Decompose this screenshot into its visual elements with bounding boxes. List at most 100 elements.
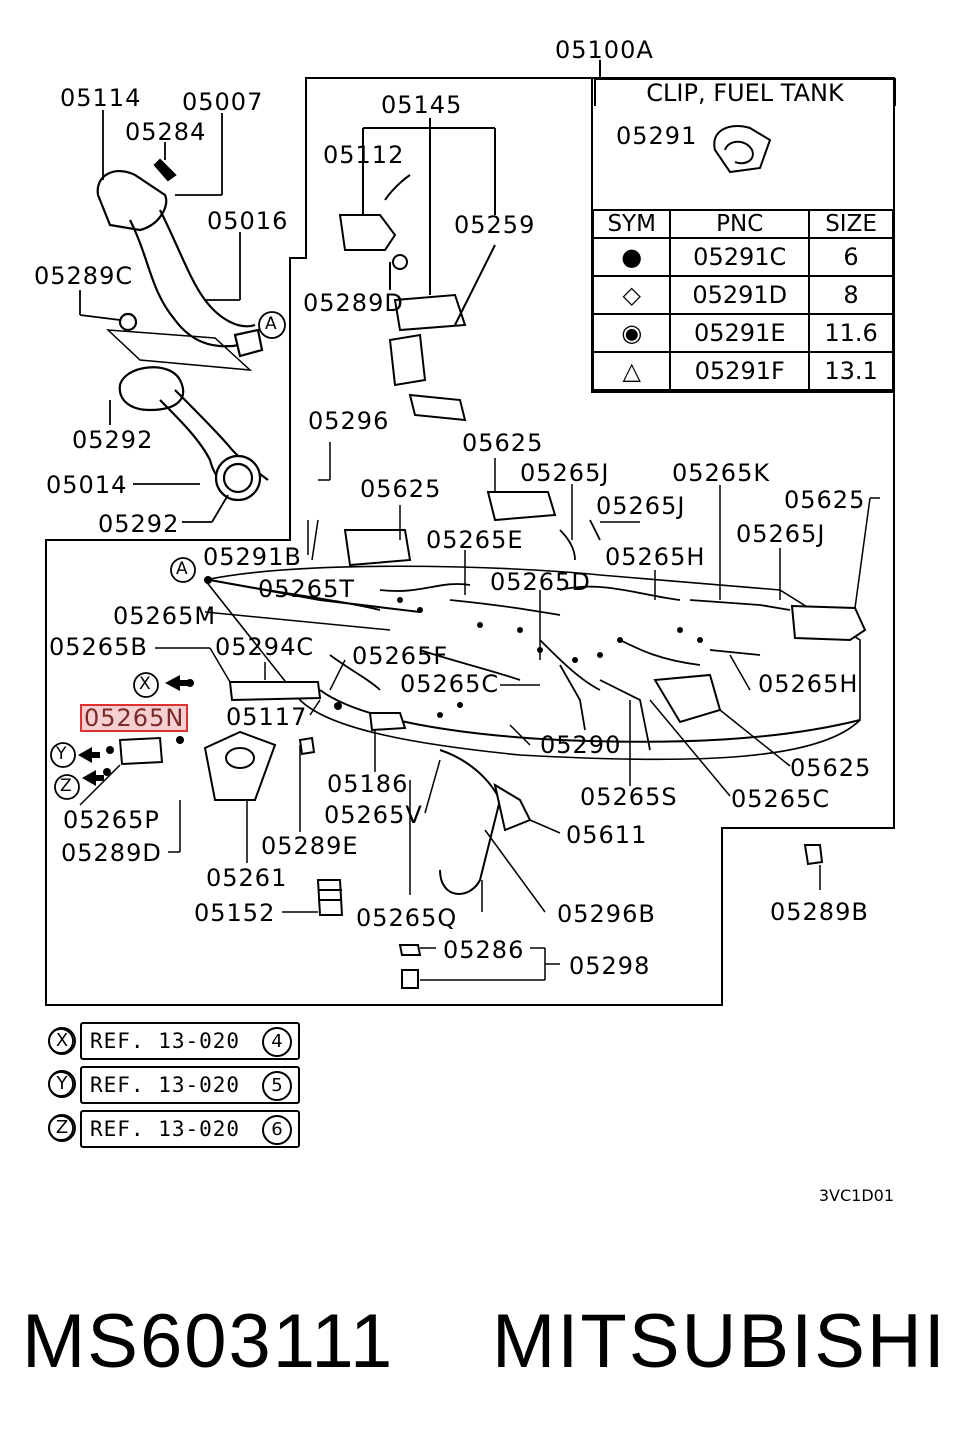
table-cell-size: 6 <box>808 237 894 277</box>
callout-A-top: A <box>265 314 278 334</box>
ref-text: REF. 13-020 <box>90 1029 241 1053</box>
part-label-05625-a: 05625 <box>462 429 544 457</box>
part-label-05298: 05298 <box>569 952 651 980</box>
vent-valve-drawing <box>338 118 496 422</box>
table-row: ● 05291C 6 <box>591 237 894 277</box>
part-label-05611: 05611 <box>566 821 648 849</box>
part-label-05152: 05152 <box>194 899 276 927</box>
fitting-dots <box>103 576 703 776</box>
clip-table-title: CLIP, FUEL TANK <box>594 78 896 106</box>
assembly-code: 05100A <box>555 36 654 64</box>
table-row: △ 05291F 13.1 <box>591 351 894 391</box>
callout-A-left: A <box>176 559 189 579</box>
part-label-05292-lower: 05292 <box>98 510 180 538</box>
fuel-tank-drawing <box>118 491 867 989</box>
part-label-05265H-a: 05265H <box>605 543 706 571</box>
part-label-05265F: 05265F <box>352 642 449 670</box>
part-label-05289D-top: 05289D <box>303 289 404 317</box>
table-cell-sym: ◇ <box>591 275 672 315</box>
part-label-05289E: 05289E <box>261 832 359 860</box>
table-header-pnc: PNC <box>669 209 811 239</box>
table-cell-sym: ● <box>591 237 672 277</box>
fuel-tank-clip-drawing <box>713 125 772 174</box>
part-label-05265D: 05265D <box>490 568 591 596</box>
part-label-05265K: 05265K <box>672 459 771 487</box>
callout-Z: Z <box>60 776 73 796</box>
part-label-05265C-a: 05265C <box>400 670 500 698</box>
part-label-05625-c: 05625 <box>784 486 866 514</box>
ref-number: 5 <box>262 1071 292 1101</box>
ref-letter-z: Z <box>48 1114 76 1142</box>
part-label-05284: 05284 <box>125 118 207 146</box>
table-cell-pnc: 05291D <box>669 275 811 315</box>
part-label-05286: 05286 <box>443 936 525 964</box>
part-label-05265C-b: 05265C <box>731 785 831 813</box>
ref-number: 6 <box>262 1115 292 1145</box>
hose-lines <box>209 519 791 751</box>
part-label-05292-upper: 05292 <box>72 426 154 454</box>
table-header-size: SIZE <box>808 209 894 239</box>
part-label-05265S: 05265S <box>580 783 678 811</box>
part-label-05265B: 05265B <box>49 633 148 661</box>
part-label-05261: 05261 <box>206 864 288 892</box>
part-label-05014: 05014 <box>46 471 128 499</box>
part-label-05625-d: 05625 <box>790 754 872 782</box>
footer-brand: MITSUBISHI <box>492 1299 947 1384</box>
part-label-05290: 05290 <box>540 731 622 759</box>
part-label-05265V: 05265V <box>324 801 423 829</box>
filler-neck-drawing <box>96 158 269 502</box>
part-label-05265T: 05265T <box>258 575 356 603</box>
filler-leaders <box>79 110 241 523</box>
part-label-05265P: 05265P <box>63 806 160 834</box>
part-label-05016: 05016 <box>207 207 289 235</box>
table-cell-pnc: 05291C <box>669 237 811 277</box>
part-label-05289C: 05289C <box>34 262 134 290</box>
diagram-frame <box>45 77 895 1006</box>
part-label-05265M: 05265M <box>113 602 217 630</box>
part-label-05265H-b: 05265H <box>758 670 859 698</box>
ref-box-x[interactable]: REF. 13-020 4 <box>80 1022 300 1060</box>
part-label-05186: 05186 <box>327 770 409 798</box>
ref-arrows <box>78 675 188 786</box>
table-cell-pnc: 05291F <box>669 351 811 391</box>
footer-part-number: MS603111 <box>22 1299 395 1384</box>
table-row: ◇ 05291D 8 <box>591 275 894 315</box>
part-label-05265J-b: 05265J <box>596 492 686 520</box>
part-label-05265E: 05265E <box>426 526 524 554</box>
part-label-05289B: 05289B <box>770 898 869 926</box>
part-label-05625-b: 05625 <box>360 475 442 503</box>
clip-part-number: 05291 <box>616 122 698 150</box>
part-label-05265Q: 05265Q <box>356 904 458 932</box>
part-label-05296: 05296 <box>308 407 390 435</box>
ref-letter-y: Y <box>48 1070 76 1098</box>
ref-text: REF. 13-020 <box>90 1073 241 1097</box>
table-cell-size: 11.6 <box>808 313 894 353</box>
callout-Y: Y <box>56 744 68 764</box>
leader-lines <box>79 442 880 981</box>
drawing-code: 3VC1D01 <box>818 1186 894 1205</box>
part-label-05007: 05007 <box>182 88 264 116</box>
clip-size-table: SYM PNC SIZE ● 05291C 6 ◇ 05291D 8 ◉ 052… <box>591 209 894 391</box>
part-label-05294C: 05294C <box>215 633 315 661</box>
table-cell-sym: ◉ <box>591 313 672 353</box>
table-row: ◉ 05291E 11.6 <box>591 313 894 353</box>
part-label-05265J-a: 05265J <box>520 459 610 487</box>
part-label-05259: 05259 <box>454 211 536 239</box>
table-cell-sym: △ <box>591 351 672 391</box>
part-label-05265J-c: 05265J <box>736 520 826 548</box>
part-label-05112: 05112 <box>323 141 405 169</box>
part-label-05114: 05114 <box>60 84 142 112</box>
part-label-05145: 05145 <box>381 91 463 119</box>
table-cell-size: 13.1 <box>808 351 894 391</box>
ref-text: REF. 13-020 <box>90 1117 241 1141</box>
table-header-sym: SYM <box>591 209 672 239</box>
part-label-05296B: 05296B <box>557 900 656 928</box>
table-cell-size: 8 <box>808 275 894 315</box>
part-label-05265N-highlighted[interactable]: 05265N <box>80 704 189 732</box>
table-cell-pnc: 05291E <box>669 313 811 353</box>
ref-box-y[interactable]: REF. 13-020 5 <box>80 1066 300 1104</box>
callout-X: X <box>139 674 152 694</box>
ref-box-z[interactable]: REF. 13-020 6 <box>80 1110 300 1148</box>
part-label-05117: 05117 <box>226 703 308 731</box>
ref-number: 4 <box>262 1027 292 1057</box>
